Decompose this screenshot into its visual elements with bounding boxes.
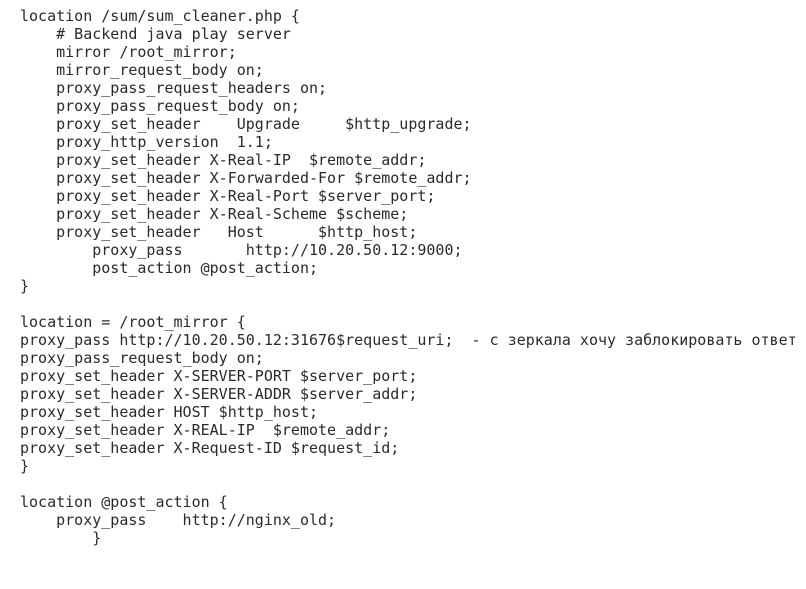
code-line-post-action: post_action @post_action; bbox=[20, 259, 319, 277]
code-line-location-post-action: location @post_action { bbox=[20, 493, 228, 511]
code-line-header-real-ip-upper: proxy_set_header X-REAL-IP $remote_addr; bbox=[20, 421, 391, 439]
code-line-header-request-id: proxy_set_header X-Request-ID $request_i… bbox=[20, 439, 400, 457]
code-line-close-brace: } bbox=[20, 529, 102, 547]
code-line-mirror-request-body-on: proxy_pass_request_body on; bbox=[20, 349, 264, 367]
code-line-header-real-ip: proxy_set_header X-Real-IP $remote_addr; bbox=[20, 151, 427, 169]
code-line-header-server-port: proxy_set_header X-SERVER-PORT $server_p… bbox=[20, 367, 418, 385]
code-line-proxy-pass-backend: proxy_pass http://10.20.50.12:9000; bbox=[20, 241, 463, 259]
code-line-close-brace: } bbox=[20, 277, 30, 295]
code-line-proxy-pass-request-body: proxy_pass_request_body on; bbox=[20, 97, 300, 115]
code-line-proxy-pass-request-headers: proxy_pass_request_headers on; bbox=[20, 79, 328, 97]
code-line-header-upgrade: proxy_set_header Upgrade $http_upgrade; bbox=[20, 115, 472, 133]
code-view: location /sum/sum_cleaner.php { # Backen… bbox=[20, 7, 806, 547]
code-line-http-version: proxy_http_version 1.1; bbox=[20, 133, 273, 151]
code-line-header-host: proxy_set_header Host $http_host; bbox=[20, 223, 418, 241]
code-line-header-server-addr: proxy_set_header X-SERVER-ADDR $server_a… bbox=[20, 385, 418, 403]
code-line-location-root-mirror: location = /root_mirror { bbox=[20, 313, 246, 331]
code-line-header-real-port: proxy_set_header X-Real-Port $server_por… bbox=[20, 187, 436, 205]
code-line-blank bbox=[20, 475, 806, 493]
code-line-header-real-scheme: proxy_set_header X-Real-Scheme $scheme; bbox=[20, 205, 409, 223]
code-line-mirror-request-body: mirror_request_body on; bbox=[20, 61, 264, 79]
code-line-comment-backend: # Backend java play server bbox=[20, 25, 291, 43]
code-line-location-sum-cleaner: location /sum/sum_cleaner.php { bbox=[20, 7, 300, 25]
code-line-header-forwarded-for: proxy_set_header X-Forwarded-For $remote… bbox=[20, 169, 472, 187]
code-line-mirror: mirror /root_mirror; bbox=[20, 43, 237, 61]
code-line-proxy-pass-mirror: proxy_pass http://10.20.50.12:31676$requ… bbox=[20, 331, 797, 349]
code-line-blank bbox=[20, 295, 806, 313]
code-line-proxy-pass-nginx-old: proxy_pass http://nginx_old; bbox=[20, 511, 337, 529]
code-line-close-brace: } bbox=[20, 457, 30, 475]
code-line-header-host-upper: proxy_set_header HOST $http_host; bbox=[20, 403, 319, 421]
